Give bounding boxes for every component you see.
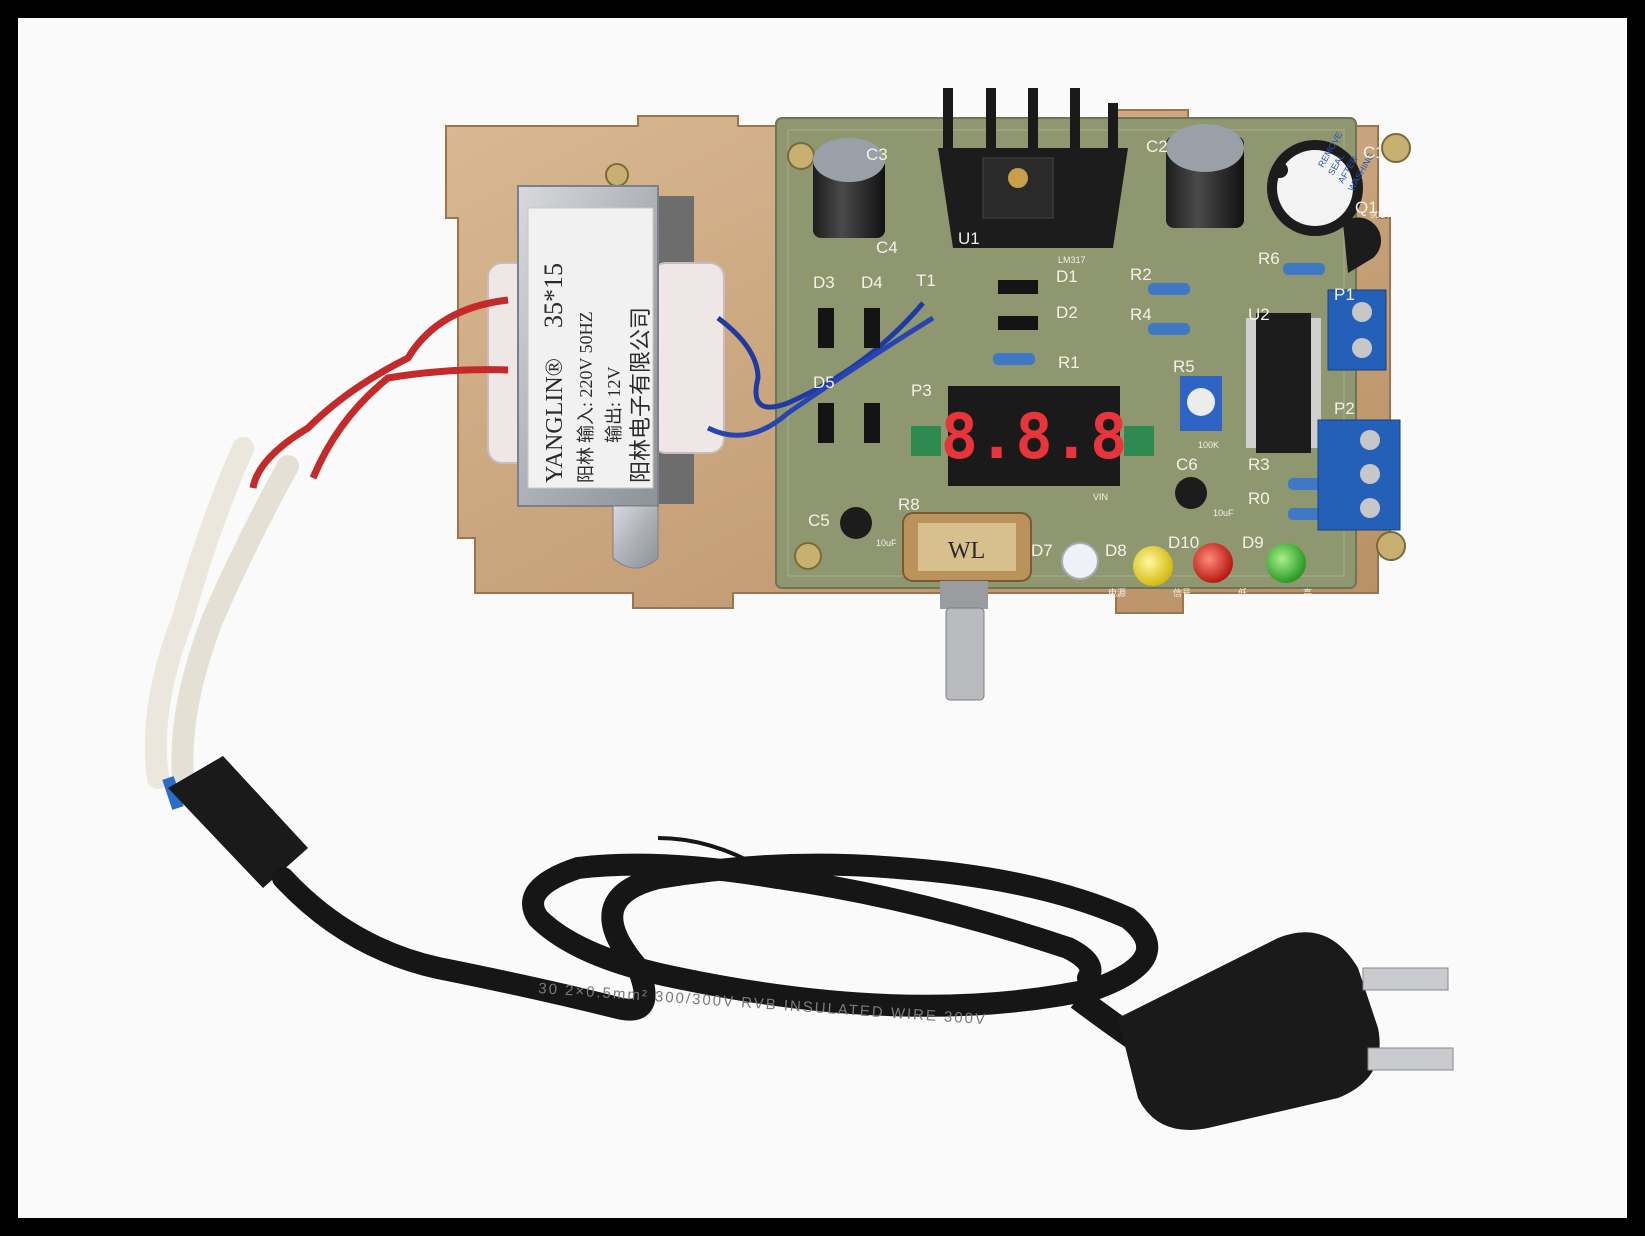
- led-yellow: [1133, 546, 1173, 586]
- strain-relief: [168, 756, 308, 888]
- label-u1: U1: [958, 229, 980, 248]
- led-red: [1193, 543, 1233, 583]
- label-r4: R4: [1130, 305, 1152, 324]
- transformer-input: 输入: 220V 50HZ: [576, 311, 596, 443]
- display-led-left: [911, 426, 941, 456]
- label-r2: R2: [1130, 265, 1152, 284]
- power-cord: [272, 853, 1159, 1021]
- label-d3: D3: [813, 273, 835, 292]
- label-c2: C2: [1146, 137, 1168, 156]
- label-p3: P3: [911, 381, 932, 400]
- pot-label: WL: [948, 538, 985, 564]
- terminal-block-p1[interactable]: [1327, 289, 1387, 371]
- photo-frame: YANGLIN® 35*15 输入: 220V 50HZ 阳林 输出: 12V …: [18, 18, 1627, 1218]
- display-digits: 8.8.8: [941, 400, 1128, 473]
- label-p2: P2: [1334, 399, 1355, 418]
- silkscreen-labels: C3 C2 C1 C4 U1 Q1 D3 D4 T1 D1 D2 R2 R4 R…: [808, 137, 1385, 560]
- label-d9: D9: [1242, 533, 1264, 552]
- label-r3: R3: [1248, 455, 1270, 474]
- label-d5: D5: [813, 373, 835, 392]
- seven-segment-display: 8.8.8: [941, 386, 1128, 486]
- label-d4: D4: [861, 273, 883, 292]
- sleeve: [171, 455, 299, 789]
- capacitor-c1: [813, 138, 885, 238]
- terminal-block-p2[interactable]: [1317, 419, 1401, 531]
- label-r5: R5: [1173, 357, 1195, 376]
- transformer-brand: YANGLIN®: [542, 358, 568, 483]
- capacitor-c6: [1175, 477, 1207, 509]
- diodes: [818, 280, 1038, 443]
- primary-wire: [249, 296, 509, 489]
- transformer-label: YANGLIN® 35*15 输入: 220V 50HZ 阳林 输出: 12V …: [539, 263, 653, 483]
- cap-value: 10uF: [876, 538, 897, 548]
- cap-value: 10uF: [1213, 508, 1234, 518]
- label-d1: D1: [1056, 267, 1078, 286]
- secondary-wire: [716, 301, 925, 410]
- trimmer-value: 100K: [1198, 440, 1219, 450]
- label-d2: D2: [1056, 303, 1078, 322]
- led-label: 电源: [1108, 587, 1126, 598]
- led-label: 高: [1303, 587, 1312, 598]
- led-label: 信号: [1173, 587, 1191, 598]
- label-q1: Q1: [1355, 198, 1378, 217]
- transformer-company: 阳林电子有限公司: [628, 307, 653, 483]
- label-p1: P1: [1334, 285, 1355, 304]
- potentiometer[interactable]: WL: [902, 512, 1032, 701]
- transformer: [487, 185, 725, 569]
- power-plug: [1118, 932, 1454, 1130]
- trimmer-r5: 100K: [1180, 376, 1222, 450]
- secondary-wire: [706, 315, 935, 438]
- label-c1: C1: [1363, 143, 1385, 162]
- label-t1: T1: [916, 271, 936, 290]
- twist-tie: [657, 836, 859, 894]
- led-green: [1266, 543, 1306, 583]
- sleeve: [144, 437, 254, 789]
- capacitor-c2: [1166, 124, 1244, 228]
- label-u2: U2: [1248, 305, 1270, 324]
- buzzer: REMOVE SEAL AFTER WASHING: [1267, 130, 1376, 236]
- label-r1: R1: [1058, 353, 1080, 372]
- label-r0: R0: [1248, 489, 1270, 508]
- transformer-side-mark: 阳林: [576, 447, 596, 483]
- led-label: 低: [1238, 587, 1247, 598]
- primary-wire: [309, 366, 509, 480]
- led-row: 电源 信号 低 高: [1061, 542, 1312, 598]
- transformer-size: 35*15: [539, 263, 568, 328]
- heatsink: LM317: [938, 88, 1128, 265]
- label-d10: D10: [1168, 533, 1199, 552]
- transformer-output: 输出: 12V: [604, 366, 624, 443]
- vin-label: VIN: [1093, 492, 1108, 502]
- label-c3: C3: [866, 145, 888, 164]
- label-d7: D7: [1031, 541, 1053, 560]
- transistor-label: 9014: [1370, 210, 1390, 220]
- transistor-q1: 9014: [1343, 210, 1390, 273]
- display-led-right: [1124, 426, 1154, 456]
- label-c5: C5: [808, 511, 830, 530]
- led-d7: [1061, 542, 1099, 580]
- label-d8: D8: [1105, 541, 1127, 560]
- capacitor-c5: [840, 507, 872, 539]
- photo-scene: YANGLIN® 35*15 输入: 220V 50HZ 阳林 输出: 12V …: [144, 88, 1454, 1130]
- label-r6: R6: [1258, 249, 1280, 268]
- label-c6: C6: [1176, 455, 1198, 474]
- regulator-label: LM317: [1058, 255, 1086, 265]
- ic-u2: [1246, 313, 1321, 453]
- label-r8: R8: [898, 495, 920, 514]
- label-c4: C4: [876, 238, 898, 257]
